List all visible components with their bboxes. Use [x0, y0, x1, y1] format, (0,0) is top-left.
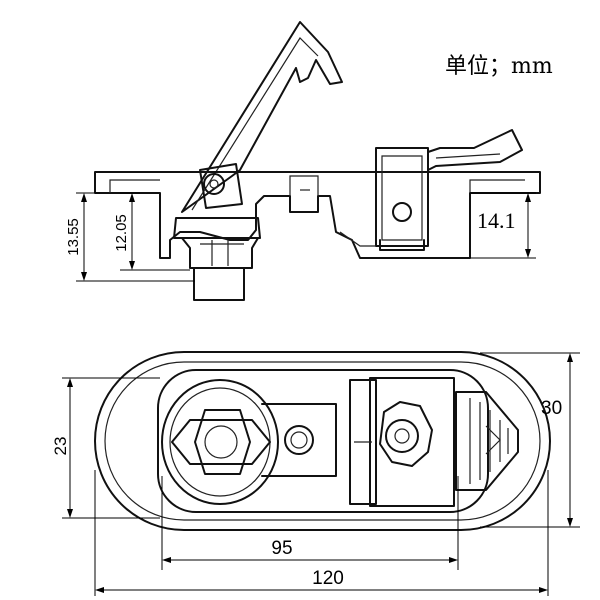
catch-block — [349, 377, 455, 507]
dim-120-label: 120 — [312, 568, 344, 589]
dim-95: 95 — [161, 476, 459, 570]
base-plate — [94, 171, 541, 259]
top-view: 23 30 95 120 — [51, 351, 580, 596]
dim-12-05: 12.05 — [113, 192, 190, 271]
dim-14-1: 14.1 — [470, 192, 536, 259]
outer-body — [94, 351, 551, 531]
dim-13-55: 13.55 — [65, 192, 195, 282]
catch-mechanism — [339, 129, 523, 251]
side-view: 13.55 12.05 14.1 — [65, 21, 541, 301]
dim-30: 30 — [480, 352, 580, 528]
dim-30-label: 30 — [541, 398, 562, 419]
dim-23: 23 — [51, 377, 160, 519]
inner-plate — [157, 369, 489, 513]
lock-cylinder — [173, 217, 261, 301]
dim-23-label: 23 — [51, 437, 70, 456]
dim-14-1-label: 14.1 — [477, 208, 516, 233]
dim-120: 120 — [94, 470, 549, 596]
dim-13-55-label: 13.55 — [65, 218, 82, 256]
dim-12-05-label: 12.05 — [113, 214, 130, 252]
key-cylinder — [161, 379, 279, 505]
grip-end — [455, 391, 519, 491]
dim-95-label: 95 — [271, 538, 292, 559]
unit-label: 单位；mm — [445, 54, 553, 79]
center-slot — [261, 403, 337, 477]
